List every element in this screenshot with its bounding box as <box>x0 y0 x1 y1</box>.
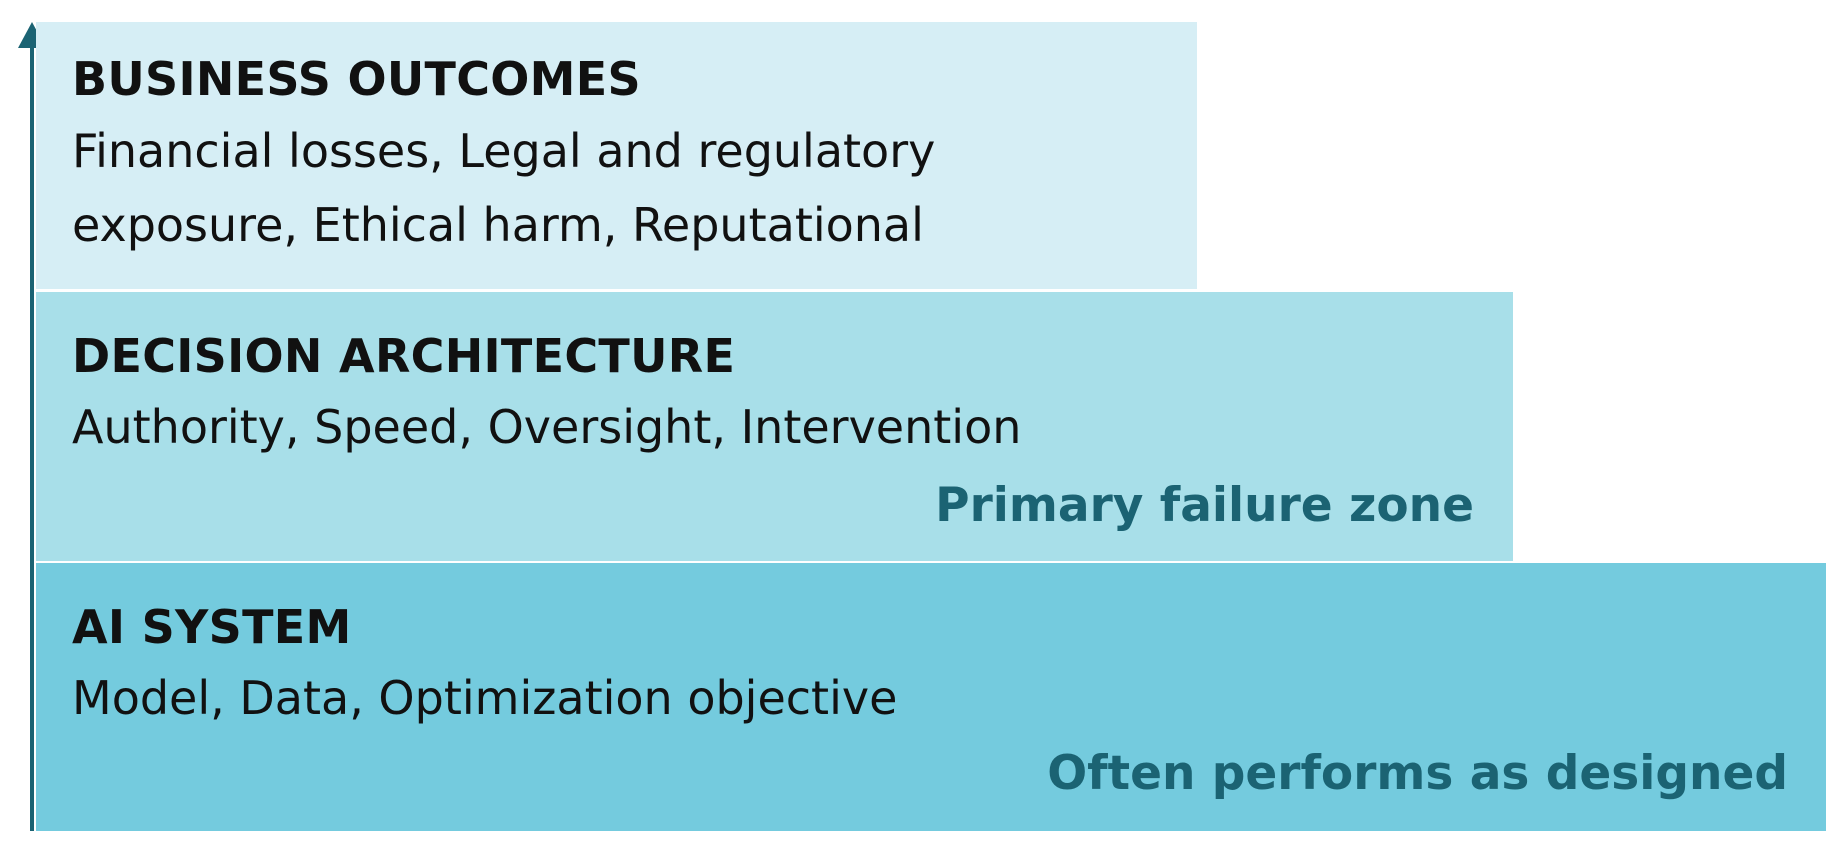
primary-failure-zone-note: Primary failure zone <box>935 478 1474 533</box>
ai-system-title: AI SYSTEM <box>72 600 352 654</box>
decision-architecture-layer <box>36 292 1513 561</box>
often-performs-as-designed-note: Often performs as designed <box>1047 746 1788 801</box>
business-outcomes-title: BUSINESS OUTCOMES <box>72 52 641 106</box>
business-outcomes-layer <box>36 22 1197 289</box>
business-outcomes-description: Financial losses, Legal and regulatory e… <box>72 114 935 262</box>
decision-architecture-title: DECISION ARCHITECTURE <box>72 329 736 383</box>
business-outcomes-description-line-2: exposure, Ethical harm, Reputational <box>72 198 924 252</box>
business-outcomes-description-line-1: Financial losses, Legal and regulatory <box>72 124 936 178</box>
decision-architecture-description: Authority, Speed, Oversight, Interventio… <box>72 390 1021 464</box>
ai-system-description: Model, Data, Optimization objective <box>72 661 897 735</box>
decision-architecture-description-line-1: Authority, Speed, Oversight, Interventio… <box>72 400 1022 454</box>
ai-system-layer <box>36 563 1826 831</box>
ai-system-description-line-1: Model, Data, Optimization objective <box>72 671 898 725</box>
